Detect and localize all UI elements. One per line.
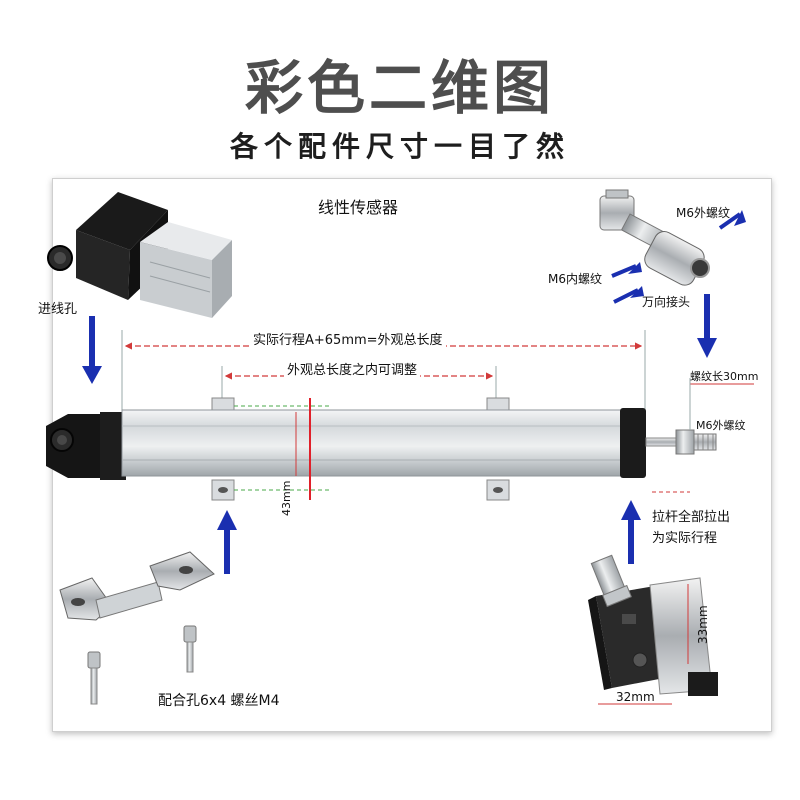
adjustable-label: 外观总长度之内可调整 xyxy=(284,359,421,378)
screw-right xyxy=(183,625,197,673)
m6-internal-label: M6内螺纹 xyxy=(548,272,602,286)
screw-left xyxy=(87,651,101,705)
fit-hole-label: 配合孔6x4 螺丝M4 xyxy=(158,693,280,709)
blue-arrows xyxy=(82,210,746,574)
m6-external-label: M6外螺纹 xyxy=(676,206,730,220)
actual-stroke-label: 实际行程A+65mm=外观总长度 xyxy=(250,329,446,348)
thread-length-label: 螺纹长30mm xyxy=(690,370,759,383)
m6-thread-small-label: M6外螺纹 xyxy=(696,419,746,432)
mounting-bracket xyxy=(59,551,215,621)
inlet-hole-label: 进线孔 xyxy=(38,302,78,317)
page-title: 彩色二维图 xyxy=(244,54,555,122)
width-32-label: 32mm xyxy=(616,690,655,704)
end-block xyxy=(588,554,718,696)
page-subtitle: 各个配件尺寸一目了然 xyxy=(229,130,570,163)
pull-rod-label: 拉杆全部拉出 xyxy=(652,510,731,525)
height-33-label: 33mm xyxy=(696,605,710,644)
connector-plug xyxy=(47,192,232,318)
pull-rod-label-2: 为实际行程 xyxy=(652,531,718,546)
sensor-name: 线性传感器 xyxy=(318,198,399,217)
universal-joint xyxy=(599,189,710,286)
height-43-label: 43mm xyxy=(280,480,293,516)
universal-joint-label: 万向接头 xyxy=(642,295,691,309)
sensor-rail xyxy=(46,408,717,480)
